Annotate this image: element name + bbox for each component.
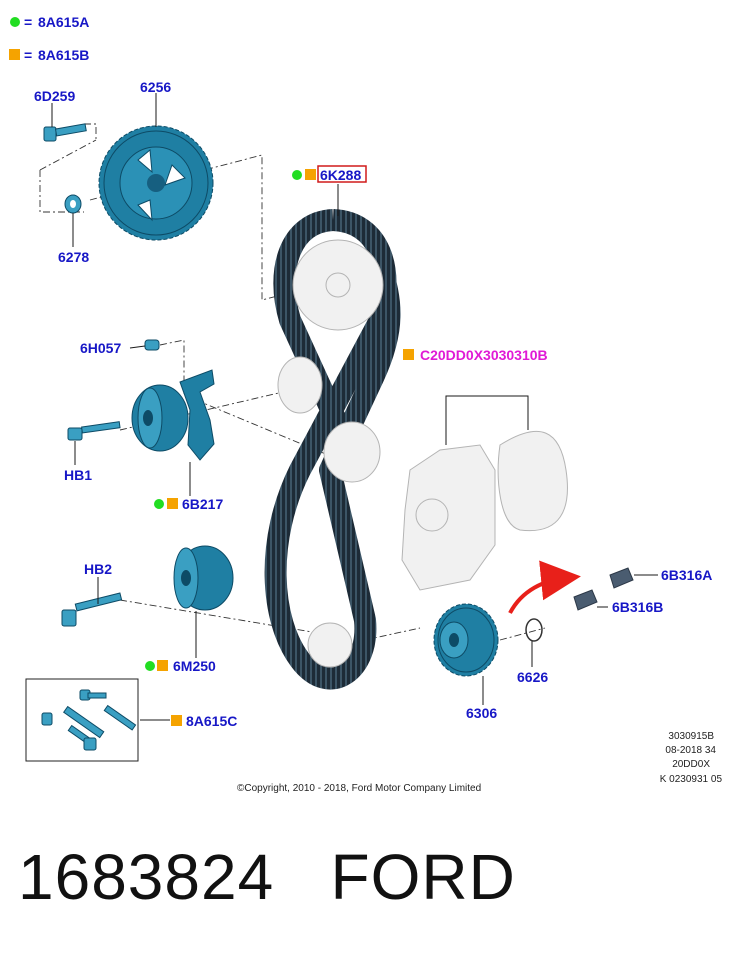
reference-block: 3030915B 08-2018 34 20DD0X K 0230931 05 [660,731,723,785]
label-6626[interactable]: 6626 [517,669,548,685]
washer-6278[interactable] [64,194,82,214]
orange-square-icon [171,715,182,726]
ref-line-1: 3030915B [668,731,714,742]
bolt-HB2[interactable] [61,592,123,627]
green-dot-icon [292,170,302,180]
timing-belt-6K288[interactable] [264,209,401,690]
tensioner-6B217[interactable] [131,369,215,461]
orange-square-icon [403,349,414,360]
legend-eq-1: = [24,14,32,30]
label-6278[interactable]: 6278 [58,249,89,265]
label-6H057[interactable]: 6H057 [80,340,121,356]
stud-6H057[interactable] [144,339,160,351]
bracket-6B316B[interactable] [573,589,598,611]
camshaft-sprocket-6256[interactable] [98,125,214,241]
orange-square-icon [167,498,178,509]
idler-pulley-6M250[interactable] [173,545,234,611]
footer-caption: 1683824 FORD [18,840,516,914]
direction-arrow [508,560,581,614]
legend: = 8A615A = 8A615B [9,14,89,63]
label-6M250[interactable]: 6M250 [173,658,216,674]
label-HB2[interactable]: HB2 [84,561,112,577]
green-dot-icon [145,661,155,671]
label-6306[interactable]: 6306 [466,705,497,721]
legend-eq-2: = [24,47,32,63]
footer-part-number: 1683824 [18,841,275,913]
bolt-kit-8A615C[interactable] [25,678,170,762]
label-8A615C[interactable]: 8A615C [186,713,237,729]
bracket-6B316A[interactable] [609,567,634,589]
label-6D259[interactable]: 6D259 [34,88,75,104]
label-6256[interactable]: 6256 [140,79,171,95]
label-C20DD0X3030310B[interactable]: C20DD0X3030310B [420,347,548,363]
parts-diagram: = 8A615A = 8A615B [9,14,723,794]
footer-brand: FORD [330,841,516,913]
label-6B217[interactable]: 6B217 [182,496,223,512]
water-pump-assembly[interactable] [401,395,568,591]
orange-square-icon [157,660,168,671]
part-labels: 6256 6D259 6278 6K288 C20DD0X3030310B 6H… [34,79,712,729]
legend-orange-square-icon [9,49,20,60]
ref-line-4: K 0230931 05 [660,774,723,785]
label-6B316B[interactable]: 6B316B [612,599,663,615]
legend-code-1[interactable]: 8A615A [38,14,89,30]
orange-square-icon [305,169,316,180]
selected-part-box [317,165,367,183]
leader-lines [51,93,658,705]
label-6B316A[interactable]: 6B316A [661,567,712,583]
ref-line-2: 08-2018 34 [665,745,716,756]
label-6K288[interactable]: 6K288 [320,167,361,183]
bolt-6D259[interactable] [43,123,87,142]
legend-green-dot-icon [10,17,20,27]
seal-6626[interactable] [525,618,543,642]
bolt-HB1[interactable] [67,421,121,441]
ref-line-3: 20DD0X [672,759,710,770]
copyright: ©Copyright, 2010 - 2018, Ford Motor Comp… [237,783,481,794]
crankshaft-sprocket-6306[interactable] [433,603,499,677]
green-dot-icon [154,499,164,509]
legend-code-2[interactable]: 8A615B [38,47,89,63]
label-HB1[interactable]: HB1 [64,467,92,483]
